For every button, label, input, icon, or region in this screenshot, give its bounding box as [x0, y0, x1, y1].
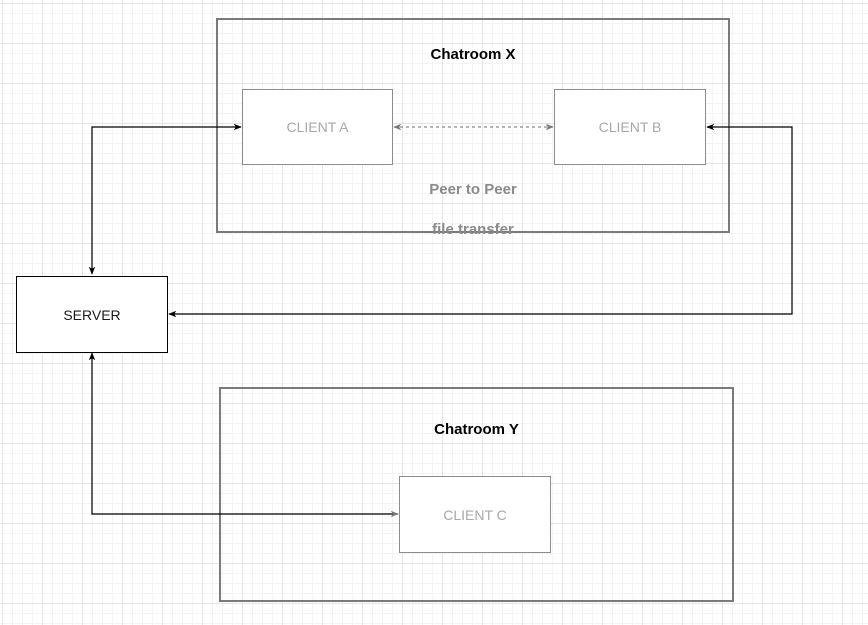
- client-c-node[interactable]: CLIENT C: [399, 476, 551, 553]
- server-node[interactable]: SERVER: [16, 276, 168, 353]
- client-b-node[interactable]: CLIENT B: [554, 89, 706, 165]
- edge-server-client-a[interactable]: [88, 123, 242, 275]
- client-a-node[interactable]: CLIENT A: [242, 89, 393, 165]
- edge-server-client-c[interactable]: [88, 352, 399, 518]
- chatroom-y-title: Chatroom Y: [434, 421, 519, 438]
- chatroom-x-title: Chatroom X: [430, 46, 516, 63]
- edge-client-b-server[interactable]: [168, 123, 793, 318]
